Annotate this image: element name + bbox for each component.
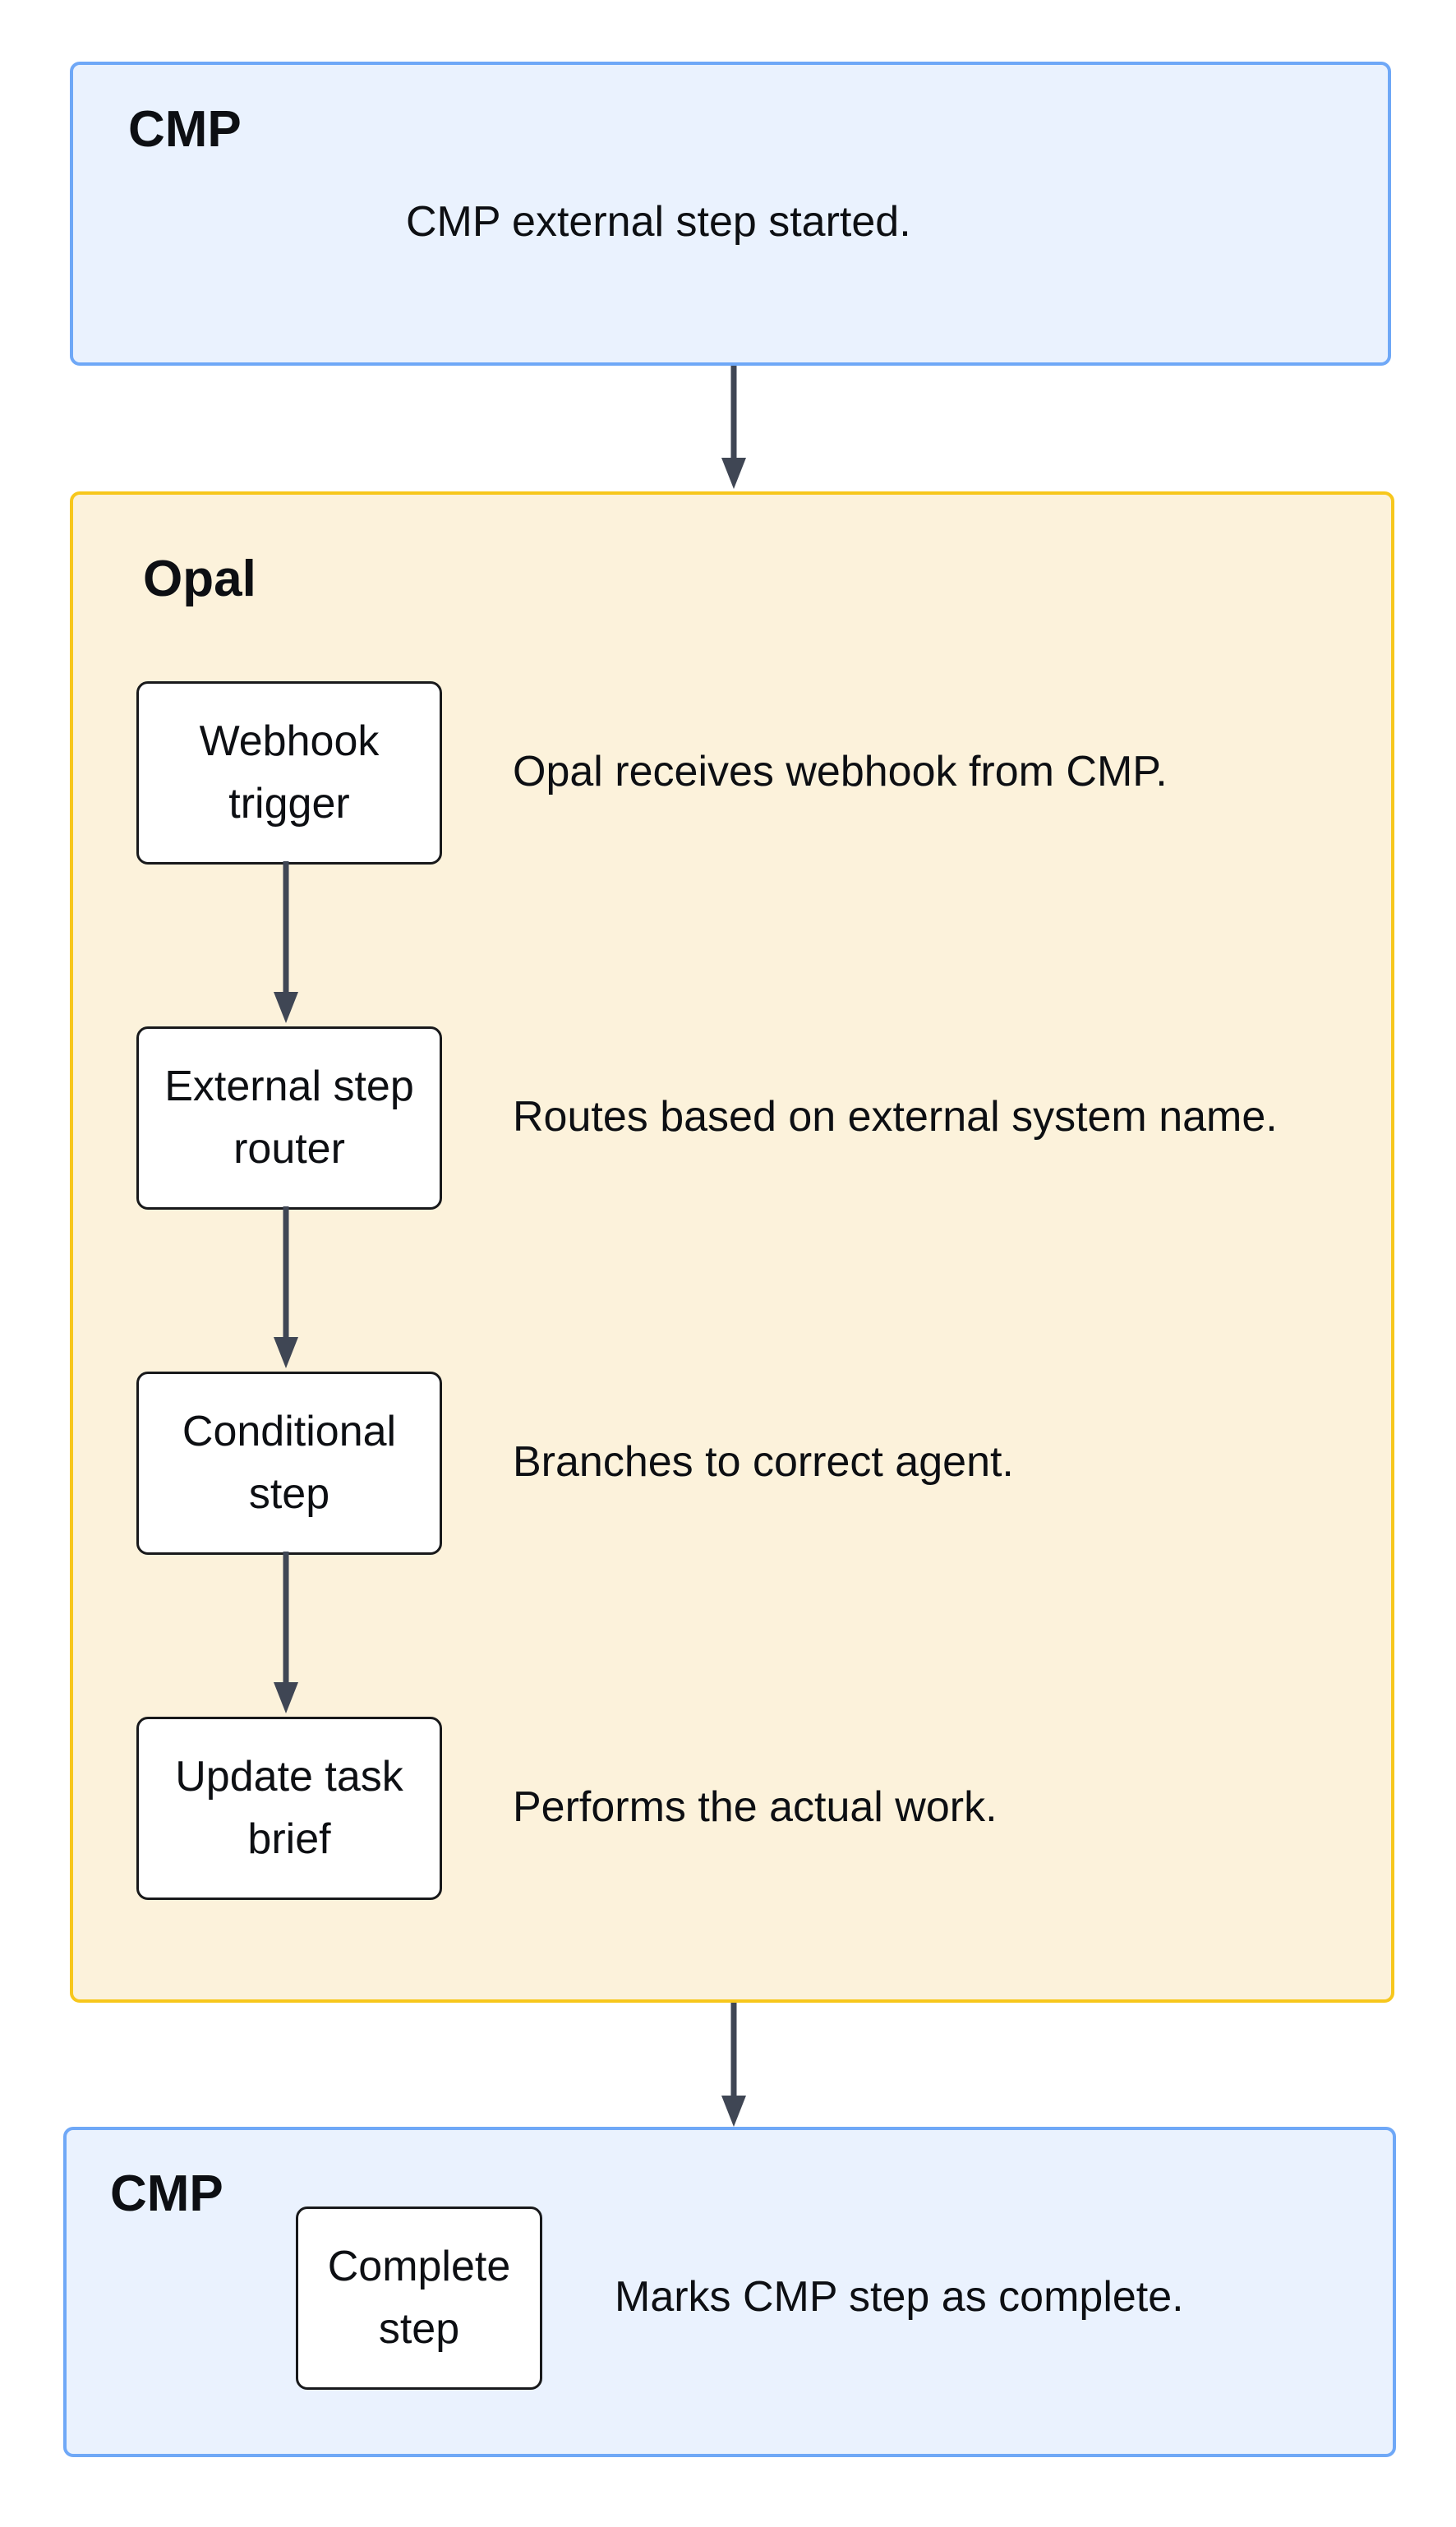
node-complete-step: Complete step	[296, 2207, 542, 2390]
node-conditional-step: Conditional step	[136, 1372, 442, 1555]
arrowhead	[274, 1682, 298, 1713]
webhook-trigger-description: Opal receives webhook from CMP.	[513, 748, 1168, 796]
cmp-start-cluster-label: CMP	[128, 101, 242, 158]
arrow-opal-to-cmp	[721, 2003, 746, 2127]
cmp-start-cluster: CMP CMP external step started.	[70, 62, 1391, 366]
arrowhead	[274, 992, 298, 1023]
opal-cluster: Opal Webhook trigger Opal receives webho…	[70, 491, 1394, 2003]
arrow-router-to-conditional	[274, 1206, 298, 1368]
arrow-cmp-to-opal	[721, 366, 746, 489]
cmp-complete-cluster-label: CMP	[110, 2165, 223, 2222]
complete-step-description: Marks CMP step as complete.	[615, 2273, 1184, 2322]
node-webhook-trigger: Webhook trigger	[136, 681, 442, 865]
arrow-line	[283, 861, 289, 993]
external-step-router-description: Routes based on external system name.	[513, 1093, 1278, 1141]
opal-cluster-label: Opal	[143, 551, 256, 607]
node-update-task-brief: Update task brief	[136, 1717, 442, 1900]
conditional-step-description: Branches to correct agent.	[513, 1438, 1014, 1487]
arrowhead	[721, 458, 746, 489]
cmp-start-description: CMP external step started.	[406, 198, 911, 247]
arrow-conditional-to-update	[274, 1552, 298, 1713]
arrow-line	[283, 1552, 289, 1683]
arrowhead	[274, 1337, 298, 1368]
cmp-complete-cluster: CMP Complete step Marks CMP step as comp…	[63, 2127, 1396, 2457]
arrow-webhook-to-router	[274, 861, 298, 1023]
arrow-line	[730, 2003, 737, 2096]
arrow-line	[730, 366, 737, 459]
update-task-brief-description: Performs the actual work.	[513, 1783, 998, 1832]
node-external-step-router: External step router	[136, 1026, 442, 1210]
arrow-line	[283, 1206, 289, 1338]
arrowhead	[721, 2096, 746, 2127]
